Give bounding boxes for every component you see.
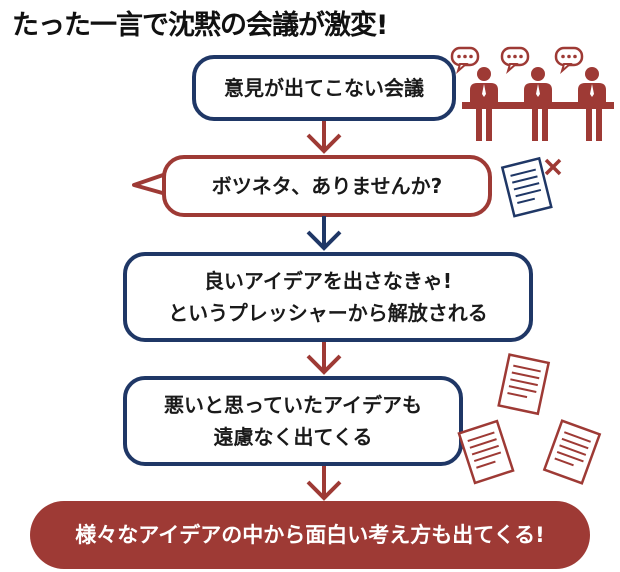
meeting-people-icon xyxy=(450,46,614,141)
arrow-down-icon xyxy=(306,121,342,154)
result-text: 様々なアイデアの中から面白い考え方も出てくる! xyxy=(75,523,545,547)
result-banner: 様々なアイデアの中から面白い考え方も出てくる! xyxy=(30,501,590,569)
step-2-text: ボツネタ、ありませんか? xyxy=(211,174,443,198)
step-1-text: 意見が出てこない会議 xyxy=(224,76,424,100)
step-4-line-1: 悪いと思っていたアイデアも xyxy=(164,393,422,417)
speech-tail xyxy=(132,172,167,196)
step-3-line-2: というプレッシャーから解放される xyxy=(168,301,488,325)
arrow-down-icon xyxy=(306,216,342,251)
step-3-line-1: 良いアイデアを出さなきゃ! xyxy=(203,269,453,293)
scattered-papers-icon xyxy=(457,353,602,485)
step-box-4: 悪いと思っていたアイデアも 遠慮なく出てくる xyxy=(123,376,463,466)
page-title: たった一言で沈黙の会議が激変! xyxy=(12,10,388,41)
step-box-2: ボツネタ、ありませんか? xyxy=(162,155,492,217)
step-box-1: 意見が出てこない会議 xyxy=(192,55,456,121)
step-4-line-2: 遠慮なく出てくる xyxy=(213,425,373,449)
step-box-3: 良いアイデアを出さなきゃ! というプレッシャーから解放される xyxy=(123,252,533,342)
arrow-down-icon xyxy=(306,466,342,501)
arrow-down-icon xyxy=(306,342,342,375)
crossed-document-icon xyxy=(500,156,562,218)
